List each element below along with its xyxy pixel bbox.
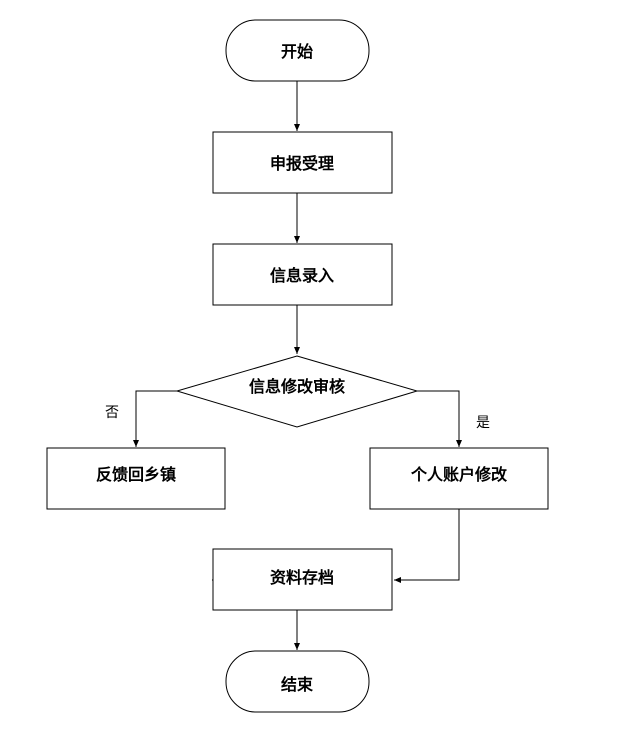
start-label: 开始 bbox=[281, 42, 313, 61]
review-label: 信息修改审核 bbox=[249, 377, 345, 396]
entry-label: 信息录入 bbox=[270, 266, 334, 285]
accept-label: 申报受理 bbox=[270, 154, 334, 173]
archive-label: 资料存档 bbox=[270, 568, 334, 587]
review-decision-node: 信息修改审核 bbox=[175, 355, 419, 428]
end-label: 结束 bbox=[280, 675, 314, 694]
start-node: 开始 bbox=[225, 19, 370, 82]
entry-node: 信息录入 bbox=[212, 243, 393, 306]
archive-node: 资料存档 bbox=[212, 548, 393, 611]
edge-review-to-feedback bbox=[133, 390, 177, 447]
edge-modify-to-archive bbox=[394, 509, 460, 583]
edge-review-to-modify bbox=[417, 390, 462, 447]
end-node: 结束 bbox=[225, 650, 370, 713]
feedback-label: 反馈回乡镇 bbox=[96, 465, 176, 484]
feedback-node: 反馈回乡镇 bbox=[46, 447, 226, 510]
branch-yes-label: 是 bbox=[476, 415, 490, 431]
modify-node: 个人账户修改 bbox=[369, 447, 549, 510]
accept-node: 申报受理 bbox=[212, 131, 393, 194]
branch-no-label: 否 bbox=[105, 405, 119, 421]
modify-label: 个人账户修改 bbox=[410, 465, 508, 484]
